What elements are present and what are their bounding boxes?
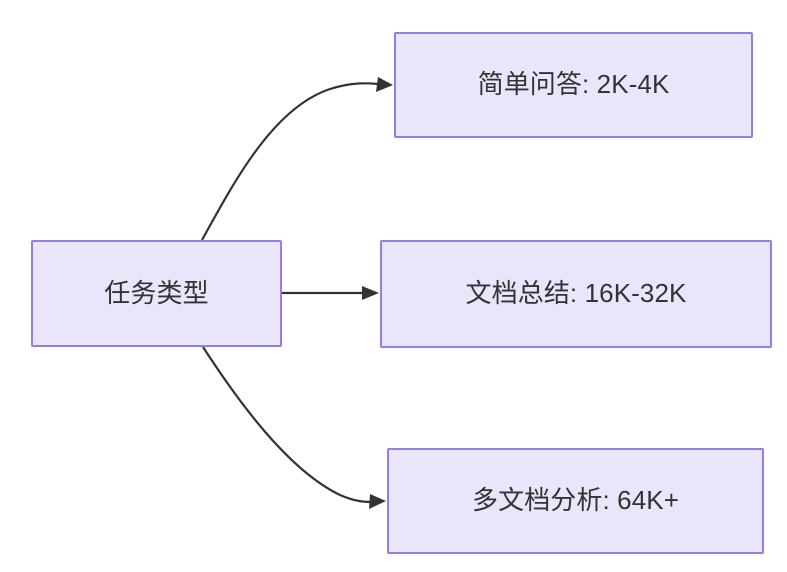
arrowhead-multidoc: [369, 494, 386, 509]
edge-root-to-simple-qa: [201, 77, 393, 241]
node-multidoc-analysis-label: 多文档分析: 64K+: [472, 485, 679, 516]
node-simple-qa-label: 简单问答: 2K-4K: [477, 69, 670, 100]
edge-root-to-multidoc: [202, 346, 386, 509]
edge-root-to-doc-summary: [282, 286, 379, 300]
arrowhead-simple-qa: [376, 77, 393, 92]
node-doc-summary-label: 文档总结: 16K-32K: [465, 278, 687, 309]
edge-path-root-to-multidoc: [202, 346, 373, 504]
node-multidoc-analysis[interactable]: 多文档分析: 64K+: [387, 448, 764, 554]
node-task-type-label: 任务类型: [104, 277, 209, 308]
arrowhead-doc-summary: [362, 286, 379, 300]
node-simple-qa[interactable]: 简单问答: 2K-4K: [394, 32, 753, 138]
edge-path-root-to-simple-qa: [201, 82, 379, 241]
node-task-type[interactable]: 任务类型: [31, 240, 282, 347]
node-doc-summary[interactable]: 文档总结: 16K-32K: [380, 240, 772, 348]
